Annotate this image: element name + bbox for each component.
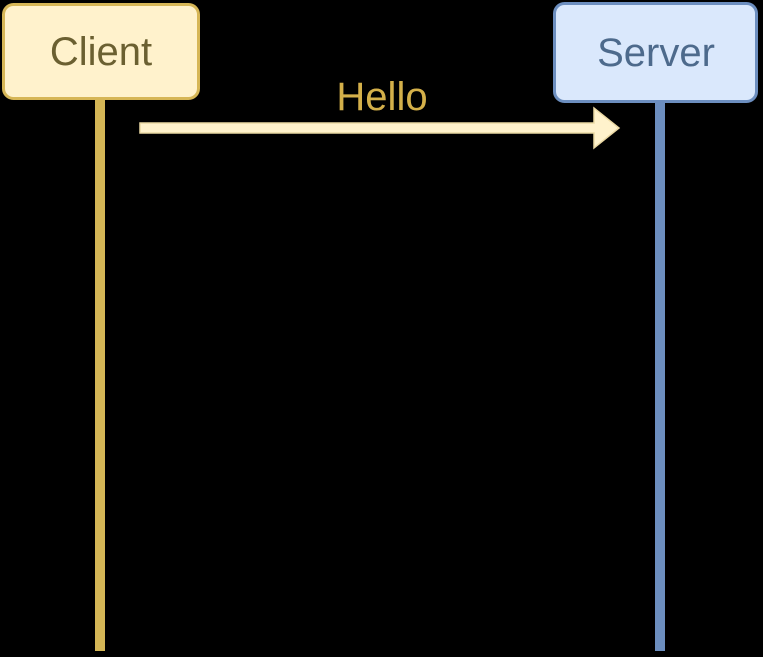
participant-box-server <box>553 2 758 103</box>
participant-box-client <box>2 3 200 100</box>
participant-label-client: Client <box>50 30 152 74</box>
participant-label-server: Server <box>597 31 715 75</box>
message-arrow-icon <box>139 106 621 150</box>
message-label: Hello <box>336 75 427 119</box>
